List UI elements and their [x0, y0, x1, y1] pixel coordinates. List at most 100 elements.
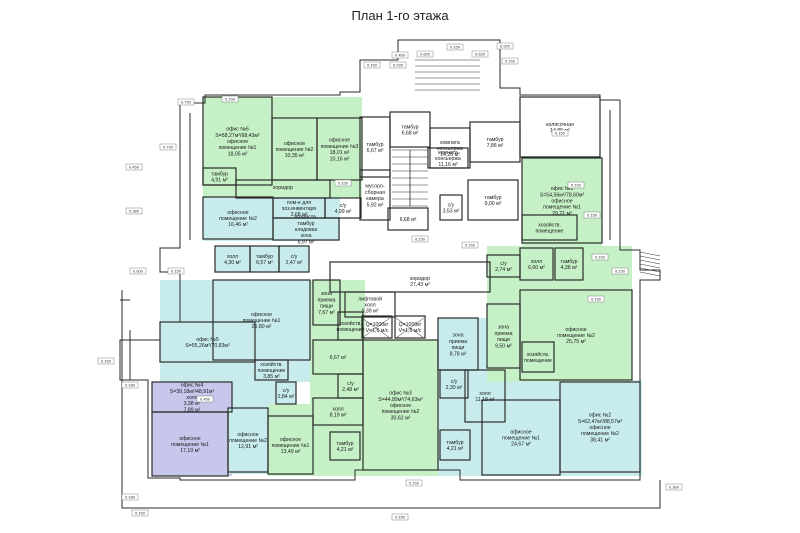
- dimension-box: [405, 479, 423, 487]
- room-label-line: офис №5: [196, 337, 219, 343]
- room-label-line: офисное: [251, 312, 272, 318]
- wall-r35: [521, 341, 555, 373]
- wall-r48: [427, 147, 469, 169]
- room-label-line: 14,26 м²: [440, 152, 460, 158]
- room-label-line: помещение №2: [229, 438, 267, 444]
- outline-wall-3: [121, 290, 661, 509]
- room-label-line: офисное: [227, 139, 248, 145]
- dimension-box: [167, 267, 185, 275]
- room-label-line: офисное: [237, 432, 258, 438]
- dimension-marker: 0.150: [591, 253, 609, 261]
- dimension-box: [567, 181, 585, 189]
- room-label-line: S=55,26м²/70,83м²: [185, 343, 230, 349]
- room-label-r22: 6,67 м²: [330, 355, 347, 361]
- wall-r45: [359, 169, 391, 221]
- wall-r20: [312, 279, 341, 326]
- dimension-text: 0.450: [129, 165, 140, 170]
- room-label-line: тамбур: [561, 259, 578, 265]
- zone-fill-9: [363, 340, 438, 476]
- room-label-line: помещение №3: [321, 144, 359, 150]
- dimension-marker: 0.150: [501, 57, 519, 65]
- dimension-marker: 0.450: [196, 395, 214, 403]
- room-label-line: 3,53 м²: [443, 209, 460, 215]
- wall-r15: [254, 359, 289, 381]
- room-label-line: пищи: [320, 304, 333, 310]
- room-label-line: S=54,56м²/78,60м²: [540, 192, 585, 198]
- room-label-line: помещение №2: [382, 409, 420, 415]
- room-label-line: 6,57 м²: [256, 260, 273, 266]
- room-label-line: камера: [366, 196, 384, 202]
- zone-fill-3: [160, 280, 310, 382]
- room-label-line: 8,19 м²: [330, 413, 347, 419]
- dimension-marker: 0.030: [389, 61, 407, 69]
- dimension-marker: 0.150: [583, 211, 601, 219]
- room-label-line: офисное: [589, 425, 610, 431]
- dimension-box: [334, 179, 352, 187]
- room-label-line: холл: [364, 303, 375, 309]
- room-label-line: офис №2: [589, 413, 612, 419]
- room-label-line: с/у: [347, 381, 354, 387]
- room-label-line: помещение №2: [581, 431, 619, 437]
- wall-r38: [519, 247, 554, 281]
- outline-wall-1: [119, 100, 661, 481]
- room-label-line: хоз.инвентаря: [282, 206, 316, 212]
- dimension-box: [177, 98, 195, 106]
- room-label-line: 26,80 м²: [252, 324, 272, 330]
- dimension-marker: 0.150: [461, 241, 479, 249]
- exterior-step: [639, 271, 661, 277]
- room-label-line: Q=1000кг: [366, 322, 389, 328]
- dimension-box: [196, 395, 214, 403]
- dimension-text: 0.380: [129, 209, 140, 214]
- room-label-line: хозяйств.: [538, 221, 561, 228]
- outline-wall-0: [180, 39, 620, 104]
- room-label-line: офисное: [551, 199, 572, 205]
- room-label-line: хозяйств.: [260, 361, 283, 368]
- room-label-line: помещение: [536, 229, 564, 235]
- dimension-box: [665, 483, 683, 491]
- dimension-marker: 0.450: [125, 163, 143, 171]
- room-label-line: офисное: [565, 327, 586, 333]
- dimension-box: [461, 241, 479, 249]
- dimension-marker: 0.450: [391, 51, 409, 59]
- room-label-line: 12,91 м²: [238, 444, 258, 450]
- dimension-marker: 0.180: [121, 381, 139, 389]
- dimension-text: 0.300: [669, 485, 680, 490]
- zone-fill-6: [228, 408, 268, 474]
- dimension-marker: 0.150: [363, 61, 381, 69]
- room-label-line: 11,16 м²: [438, 162, 458, 168]
- dimension-box: [471, 50, 489, 58]
- room-label-line: Q=1000кг: [399, 322, 422, 328]
- room-label-line: офисное: [510, 429, 531, 435]
- room-label-line: сборная: [365, 190, 385, 196]
- room-label-line: офис №6: [226, 127, 249, 133]
- wall-r7: [324, 197, 362, 219]
- zone-fill-2: [215, 246, 309, 272]
- dimension-box: [583, 211, 601, 219]
- room-label-line: мусоро-: [365, 184, 384, 190]
- room-label-line: 4,99 м²: [335, 209, 352, 215]
- room-label-line: помещение: [524, 358, 552, 364]
- room-label-line: помещение №1: [219, 145, 257, 151]
- dimension-text: 0.150: [615, 269, 626, 274]
- room-label-line: помещение: [258, 368, 286, 374]
- room-label-line: тамбур: [367, 142, 384, 148]
- dimension-marker: 0.150: [221, 95, 239, 103]
- dimension-text: 0.150: [571, 183, 582, 188]
- room-label-line: 4,30 м²: [224, 260, 241, 266]
- dimension-box: [551, 129, 569, 137]
